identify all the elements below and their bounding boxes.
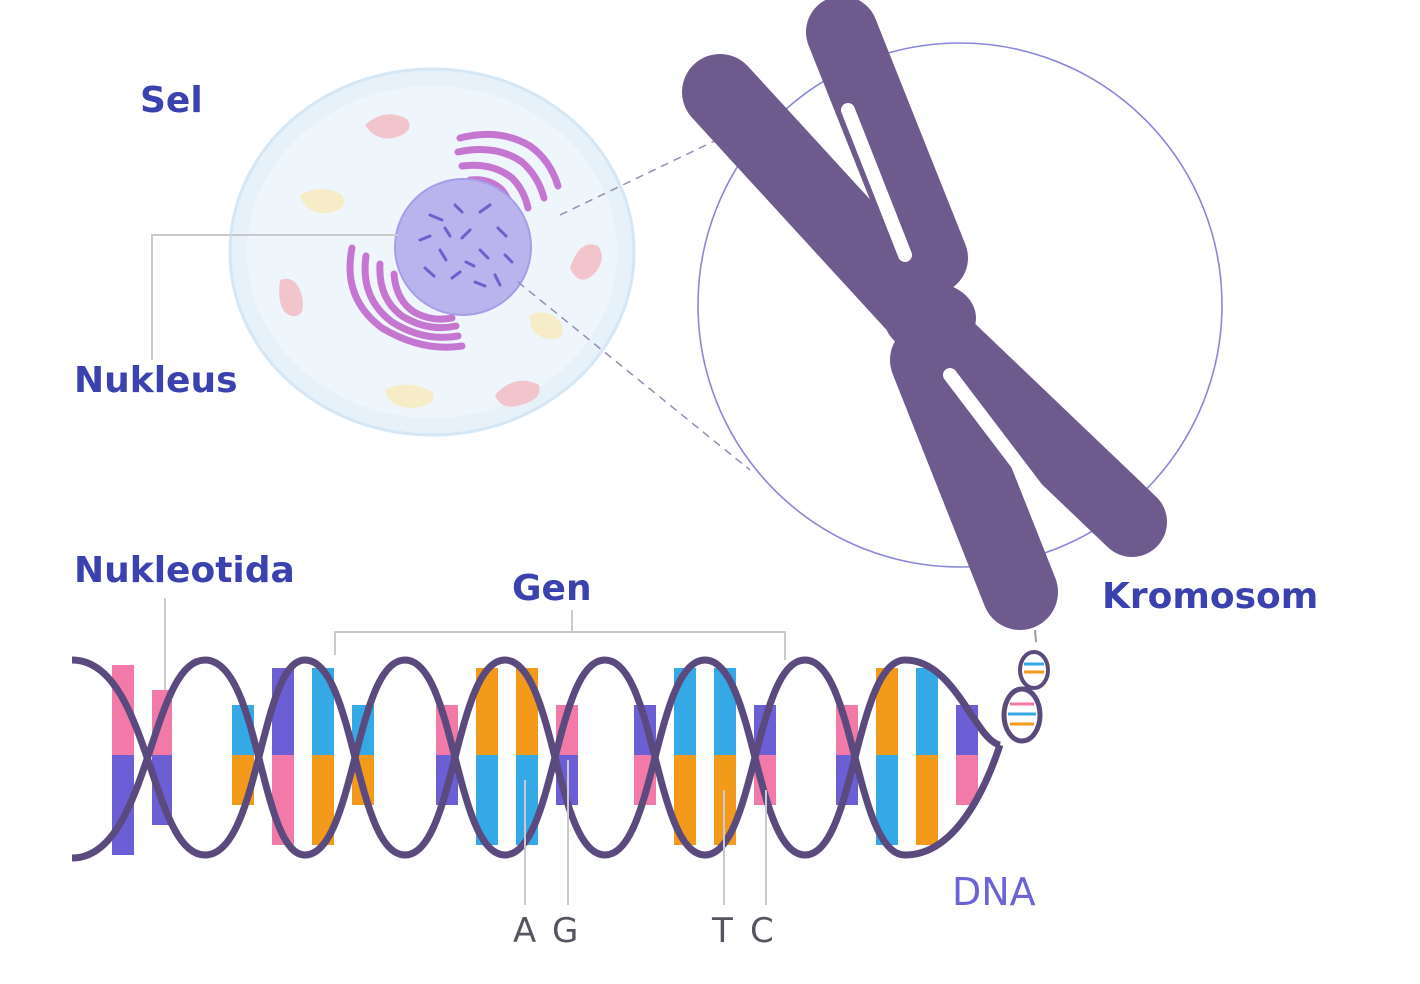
base-label-c: C [750, 911, 774, 951]
label-nucleotide: Nukleotida [74, 550, 295, 591]
label-gene: Gen [512, 568, 592, 609]
chromatid-gap-lower [943, 368, 1052, 507]
label-dna: DNA [952, 870, 1036, 914]
mitochondrion-3 [570, 244, 602, 280]
gene-bracket [334, 631, 786, 660]
chromatid-upper-right [806, 0, 968, 294]
base-leader-lines [524, 760, 767, 905]
chromatid-upper-left [682, 54, 956, 346]
zoom-circle [697, 42, 1223, 568]
mitochondrion-2 [279, 278, 303, 317]
dna-helix [71, 656, 1004, 862]
vesicle-3 [385, 384, 434, 408]
chromatin [418, 203, 514, 288]
chromatid-gap-upper [841, 103, 912, 262]
vesicle-2 [529, 312, 563, 340]
centromere [884, 282, 976, 354]
nucleus-leader-line [151, 234, 398, 360]
base-label-a: A [513, 911, 536, 951]
nucleus [394, 178, 532, 316]
mitochondrion-4 [495, 380, 540, 407]
base-label-t: T [711, 911, 733, 951]
base-label-g: G [552, 911, 578, 951]
vesicle-1 [300, 189, 345, 214]
dna-strand-1 [71, 656, 1002, 859]
cell [228, 67, 636, 437]
mitochondrion-1 [365, 114, 410, 139]
label-chromosome: Kromosom [1102, 576, 1318, 617]
endoplasmic-reticulum-bottom [346, 244, 466, 351]
label-nucleus: Nukleus [74, 360, 238, 401]
dna-strand-2 [71, 656, 1004, 862]
chromatid-lower-right [917, 315, 1167, 557]
chromosome [682, 0, 1167, 630]
mini-helix [1001, 629, 1050, 744]
chromatid-lower-left [890, 322, 1058, 630]
label-cell: Sel [140, 80, 203, 121]
